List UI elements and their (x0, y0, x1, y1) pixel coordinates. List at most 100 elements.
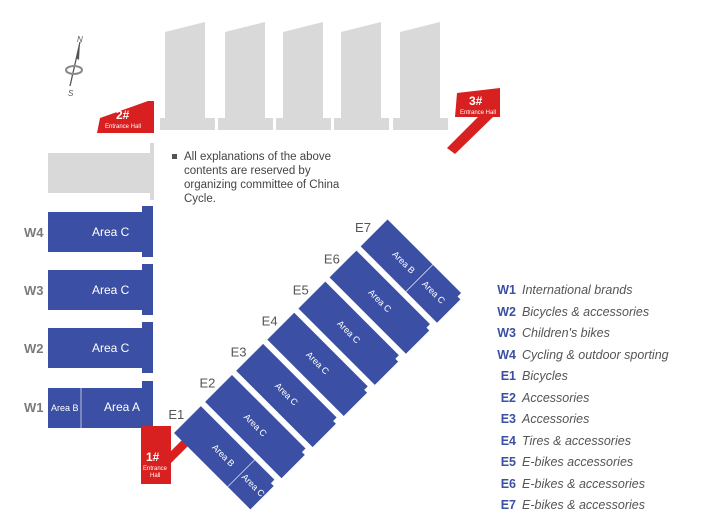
entrance-3-shape (447, 88, 500, 154)
compass-south: S (68, 89, 74, 98)
grey-hall-4-base (334, 118, 389, 130)
entrance-2-number: 2# (116, 108, 130, 122)
west-hall-labels: W4 W3 W2 W1 (24, 225, 44, 415)
hall-e3-shape (236, 343, 337, 448)
hall-w1-area-a: Area A (104, 400, 140, 414)
legend: W1 International brands W2 Bicycles & ac… (492, 283, 702, 520)
entrance-2-shape (97, 101, 154, 133)
legend-desc: E-bikes accessories (522, 455, 634, 469)
legend-code: E2 (500, 390, 516, 405)
reservation-note: All explanations of the above contents a… (172, 150, 342, 206)
label-e3: E3 (231, 345, 247, 360)
entrance-3-label: Entrance Hall (460, 110, 496, 116)
hall-e4: Area C E4 (262, 312, 368, 417)
compass-icon (76, 42, 80, 60)
label-w2: W2 (24, 341, 44, 356)
legend-code: E4 (500, 433, 516, 448)
entrance-3-number: 3# (469, 94, 483, 108)
label-e7: E7 (355, 220, 371, 235)
entrance-2-label: Entrance Hall (105, 124, 141, 130)
note-text: All explanations of the above contents a… (184, 151, 340, 205)
legend-desc: E-bikes & accessories (522, 498, 645, 512)
legend-row: W1 International brands (492, 283, 702, 305)
legend-desc: Children's bikes (522, 326, 610, 340)
label-w1: W1 (24, 400, 44, 415)
grey-hall-5-base (393, 118, 448, 130)
hall-e7: Area B Area C E7 (355, 219, 462, 323)
hall-w1-area-b: Area B (51, 403, 79, 413)
legend-row: E6 E-bikes & accessories (492, 477, 702, 499)
note-bullet-icon (172, 154, 177, 159)
grey-hall-4 (341, 22, 381, 130)
grey-hall-5 (400, 22, 440, 130)
east-halls: Area B Area C E1 Area C E2 Area C E3 Are… (168, 219, 462, 510)
label-e5: E5 (293, 282, 309, 297)
compass-north: N (77, 35, 83, 44)
label-e6: E6 (324, 251, 340, 266)
legend-desc: E-bikes & accessories (522, 476, 645, 491)
grey-hall-left (48, 143, 154, 200)
legend-desc: Bicycles & accessories (522, 304, 650, 319)
grey-hall-1 (165, 22, 205, 130)
hall-w2 (48, 322, 153, 373)
legend-desc: Cycling & outdoor sporting (522, 347, 669, 362)
hall-e6-shape (329, 250, 430, 354)
entrance-1-number: 1# (146, 450, 160, 464)
legend-code: E5 (500, 455, 516, 469)
entrance-2: 2# Entrance Hall (97, 101, 154, 133)
legend-code: E7 (500, 498, 516, 512)
legend-row: E1 Bicycles (492, 369, 702, 391)
legend-row: E7 E-bikes & accessories (492, 498, 702, 520)
compass: N S (65, 35, 83, 98)
hall-e1-shape (174, 406, 275, 510)
grey-hall-1-base (160, 118, 215, 130)
hall-w3-area: Area C (92, 283, 130, 297)
hall-e6: Area C E6 (324, 250, 430, 354)
hall-w2-area: Area C (92, 341, 130, 355)
entrance-1: 1# Entrance Hall (141, 426, 194, 484)
west-halls: Area C Area C Area C Area B Area A (48, 206, 153, 433)
label-w3: W3 (24, 283, 44, 298)
legend-code: W3 (497, 326, 516, 340)
legend-row: E3 Accessories (492, 412, 702, 434)
legend-row: W4 Cycling & outdoor sporting (492, 348, 702, 370)
hall-w3 (48, 264, 153, 315)
legend-row: W3 Children's bikes (492, 326, 702, 348)
hall-e4-shape (267, 312, 368, 417)
legend-row: E5 E-bikes accessories (492, 455, 702, 477)
hall-e1: Area B Area C E1 (168, 406, 275, 510)
legend-desc: International brands (522, 283, 633, 297)
hall-w4 (48, 206, 153, 257)
legend-desc: Bicycles (522, 369, 568, 383)
legend-code: W1 (497, 283, 516, 297)
label-e4: E4 (262, 314, 278, 329)
entrance-1-label-line2: Hall (150, 473, 160, 479)
legend-code: W2 (497, 304, 516, 319)
legend-code: E1 (500, 369, 516, 383)
grey-hall-2-base (218, 118, 273, 130)
entrance-1-shape (141, 426, 171, 484)
entrance-1-label-line1: Entrance (143, 466, 168, 472)
entrance-3: 3# Entrance Hall (447, 88, 500, 154)
hall-e1-divider (227, 459, 255, 488)
legend-row: W2 Bicycles & accessories (492, 305, 702, 327)
label-e2: E2 (199, 376, 215, 391)
hall-e7-shape (360, 219, 462, 323)
legend-desc: Accessories (522, 412, 590, 426)
legend-desc: Accessories (522, 390, 590, 405)
grey-top-halls (48, 22, 448, 200)
hall-e3: Area C E3 (231, 343, 337, 448)
legend-code: W4 (497, 347, 516, 362)
legend-code: E6 (500, 476, 516, 491)
hall-e2-shape (205, 375, 306, 479)
grey-hall-3 (283, 22, 323, 130)
compass-ring (65, 65, 83, 75)
hall-e7-divider (405, 264, 434, 292)
hall-w4-area: Area C (92, 225, 130, 239)
legend-code: E3 (500, 412, 516, 426)
legend-desc: Tires & accessories (522, 433, 631, 448)
hall-w1 (48, 381, 153, 433)
label-e1: E1 (168, 407, 184, 422)
grey-hall-2 (225, 22, 265, 130)
